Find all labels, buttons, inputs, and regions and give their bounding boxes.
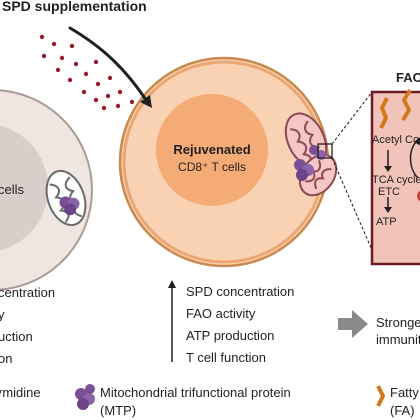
fa-legend-label-1: Fatty a xyxy=(390,385,420,400)
spd-supplementation-label: SPD supplementation xyxy=(2,0,147,14)
supplementation-arrow xyxy=(68,26,148,102)
center-list-item-4: T cell function xyxy=(186,350,266,365)
up-arrow xyxy=(168,280,176,362)
left-mitochondrion xyxy=(45,169,87,227)
center-cell-title: Rejuvenated xyxy=(173,142,251,157)
mtp-left xyxy=(59,196,80,216)
fao-panel xyxy=(370,88,420,266)
mtp-legend-label-2: (MTP) xyxy=(100,403,137,418)
center-mitochondria xyxy=(284,112,338,197)
left-list-item-1: centration xyxy=(0,285,56,300)
zoom-line-bottom xyxy=(331,157,373,251)
center-list-item-3: ATP production xyxy=(186,328,275,343)
atp-label: ATP xyxy=(376,216,397,228)
center-list-item-2: FAO activity xyxy=(186,306,256,321)
spd-dots xyxy=(39,34,135,111)
fa-legend-label-2: (FA) xyxy=(390,403,415,418)
left-cell-label: cells xyxy=(0,182,25,197)
etc-label: ETC xyxy=(378,186,400,198)
gray-arrow-right xyxy=(338,310,368,338)
fao-label: FAO xyxy=(396,70,420,85)
spermidine-legend-dot xyxy=(0,389,1,395)
left-list-item-4: on xyxy=(0,351,13,366)
acetyl-coa-label: Acetyl CoA xyxy=(372,134,420,146)
zoom-line-top xyxy=(331,91,373,145)
outcome-line-2: immunit xyxy=(376,332,420,347)
tca-cycle-label: TCA cycle xyxy=(372,174,420,186)
spermidine-legend-label: rmidine xyxy=(0,385,41,400)
zoom-box xyxy=(317,143,333,159)
mtp-legend-label-1: Mitochondrial trifunctional protein xyxy=(100,385,291,400)
left-list-item-2: y xyxy=(0,307,5,322)
fa-legend-icon xyxy=(376,385,385,407)
outcome-line-1: Stronge xyxy=(376,315,420,330)
center-cell xyxy=(118,56,330,268)
center-list-item-1: SPD concentration xyxy=(186,284,295,299)
center-cell-subtitle: CD8⁺ T cells xyxy=(178,160,246,174)
left-list-item-3: uction xyxy=(0,329,33,344)
mtp-legend-icon xyxy=(75,384,95,410)
